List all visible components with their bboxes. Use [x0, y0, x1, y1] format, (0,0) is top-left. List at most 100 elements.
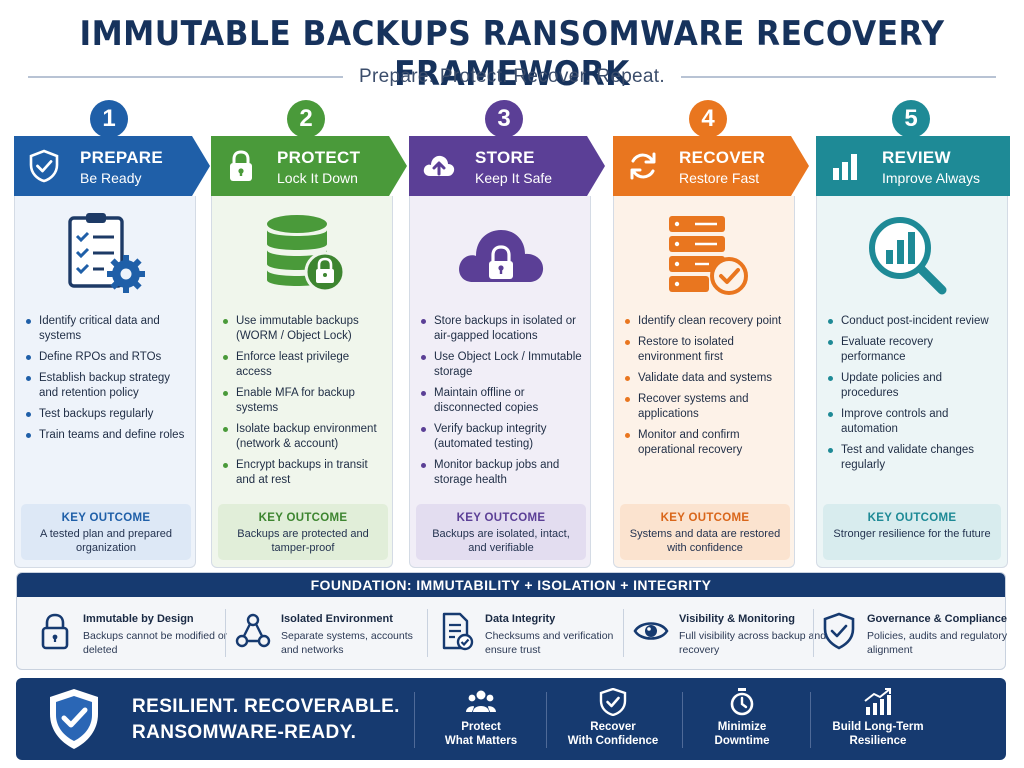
list-item: Isolate backup environment (network & ac…	[222, 422, 388, 452]
step-name: STORE	[475, 148, 535, 167]
stopwatch-icon	[730, 688, 754, 716]
list-item: Validate data and systems	[624, 371, 790, 386]
outcome-label: KEY OUTCOME	[660, 512, 750, 524]
benefit-minimize: Minimize Downtime	[672, 688, 812, 748]
step-tagline: Lock It Down	[277, 170, 358, 186]
step-card: Use immutable backups (WORM / Object Loc…	[211, 196, 393, 568]
step-bullets: Identify clean recovery point Restore to…	[624, 314, 790, 464]
page-subtitle: Prepare. Protect. Recover. Repeat.	[359, 66, 665, 87]
benefit-line: Minimize	[717, 721, 767, 733]
list-item: Evaluate recovery performance	[827, 335, 993, 365]
step-tagline: Keep It Safe	[475, 170, 553, 186]
foundation-item-desc: Full visibility across backup and recove…	[679, 630, 827, 656]
list-item: Test and validate changes regularly	[827, 443, 993, 473]
key-outcome: KEY OUTCOME Systems and data are restore…	[620, 504, 790, 560]
step-prepare: 1 PREPARE Be Ready	[14, 100, 210, 568]
step-number: 2	[287, 100, 325, 138]
cloud-upload-icon	[423, 155, 455, 176]
step-bullets: Store backups in isolated or air-gapped …	[420, 314, 586, 494]
page-title: IMMUTABLE BACKUPS RANSOMWARE RECOVERY FR…	[79, 14, 945, 94]
outcome-label: KEY OUTCOME	[867, 512, 957, 524]
foundation-item-title: Immutable by Design	[83, 613, 194, 625]
step-name: RECOVER	[679, 148, 766, 167]
step-recover: 4 RECOVER Restore Fast	[613, 100, 809, 568]
subtitle-row: Prepare. Protect. Recover. Repeat.	[28, 64, 996, 90]
key-outcome: KEY OUTCOME Backups are isolated, intact…	[416, 504, 586, 560]
foundation-item-title: Isolated Environment	[281, 613, 393, 625]
list-item: Conduct post-incident review	[827, 314, 993, 329]
benefit-protect: Protect What Matters	[411, 688, 551, 748]
key-outcome: KEY OUTCOME Stronger resilience for the …	[823, 504, 1001, 560]
shield-check-icon	[599, 688, 627, 716]
step-bullets: Use immutable backups (WORM / Object Loc…	[222, 314, 388, 494]
foundation-item-desc: Separate systems, accounts and networks	[281, 630, 413, 656]
step-name: PREPARE	[80, 148, 164, 167]
step-banner: PROTECT Lock It Down	[211, 136, 407, 196]
resilience-line: RANSOMWARE-READY.	[132, 722, 357, 743]
growth-chart-icon	[864, 688, 891, 715]
benefit-line: Recover	[590, 721, 636, 733]
resilience-line: RESILIENT. RECOVERABLE.	[132, 696, 400, 717]
step-store: 3 STORE Keep It Safe Store backups in is…	[409, 100, 605, 568]
divider	[414, 692, 415, 748]
list-item: Use Object Lock / Immutable storage	[420, 350, 586, 380]
divider	[427, 609, 428, 657]
step-card: Store backups in isolated or air-gapped …	[409, 196, 591, 568]
list-item: Recover systems and applications	[624, 392, 790, 422]
divider	[546, 692, 547, 748]
step-name: REVIEW	[882, 148, 951, 167]
step-card: Conduct post-incident review Evaluate re…	[816, 196, 1008, 568]
outcome-text: Stronger resilience for the future	[833, 528, 991, 540]
list-item: Monitor backup jobs and storage health	[420, 458, 586, 488]
list-item: Identify clean recovery point	[624, 314, 790, 329]
foundation-item-desc: Checksums and verification ensure trust	[485, 630, 614, 656]
outcome-label: KEY OUTCOME	[61, 512, 151, 524]
list-item: Define RPOs and RTOs	[25, 350, 191, 365]
lock-icon	[230, 150, 252, 181]
step-bullets: Conduct post-incident review Evaluate re…	[827, 314, 993, 479]
benefit-line: With Confidence	[567, 735, 659, 747]
lock-icon	[41, 613, 69, 650]
step-number: 5	[892, 100, 930, 138]
refresh-icon	[630, 152, 656, 180]
framework-steps: 1 PREPARE Be Ready	[14, 100, 1010, 568]
step-tagline: Be Ready	[80, 170, 142, 186]
list-item: Maintain offline or disconnected copies	[420, 386, 586, 416]
document-check-icon	[442, 612, 474, 651]
step-card: Identify clean recovery point Restore to…	[613, 196, 795, 568]
foundation-panel: FOUNDATION: IMMUTABILITY + ISOLATION + I…	[16, 572, 1007, 670]
network-nodes-icon	[235, 613, 271, 648]
bottom-banner: RESILIENT. RECOVERABLE. RANSOMWARE-READY…	[16, 678, 1006, 760]
step-bullets: Identify critical data and systems Defin…	[25, 314, 191, 449]
benefit-recover: Recover With Confidence	[543, 688, 683, 748]
list-item: Update policies and procedures	[827, 371, 993, 401]
step-card: Identify critical data and systems Defin…	[14, 196, 196, 568]
list-item: Establish backup strategy and retention …	[25, 371, 191, 401]
benefit-line: What Matters	[444, 735, 518, 747]
database-lock-icon	[267, 215, 346, 293]
outcome-text: A tested plan and prepared organization	[39, 528, 173, 554]
step-tagline: Improve Always	[882, 170, 981, 186]
list-item: Train teams and define roles	[25, 428, 191, 443]
divider	[682, 692, 683, 748]
benefit-line: Protect	[461, 721, 501, 733]
list-item: Enforce least privilege access	[222, 350, 388, 380]
benefit-build: Build Long-Term Resilience	[808, 688, 948, 748]
list-item: Verify backup integrity (automated testi…	[420, 422, 586, 452]
list-item: Identify critical data and systems	[25, 314, 191, 344]
list-item: Improve controls and automation	[827, 407, 993, 437]
step-name: PROTECT	[277, 148, 361, 167]
benefit-line: Downtime	[714, 735, 770, 747]
resilience-heading: RESILIENT. RECOVERABLE. RANSOMWARE-READY…	[132, 694, 400, 746]
divider	[225, 609, 226, 657]
step-protect: 2 PROTECT Lock It Down	[211, 100, 407, 568]
benefit-line: Build Long-Term	[832, 721, 924, 733]
step-banner: RECOVER Restore Fast	[613, 136, 809, 196]
list-item: Use immutable backups (WORM / Object Loc…	[222, 314, 388, 344]
list-item: Monitor and confirm operational recovery	[624, 428, 790, 458]
outcome-label: KEY OUTCOME	[456, 512, 546, 524]
people-icon	[466, 690, 496, 712]
step-number: 1	[90, 100, 128, 138]
foundation-item-desc: Policies, audits and regulatory alignmen…	[867, 630, 1008, 656]
step-number: 3	[485, 100, 523, 138]
